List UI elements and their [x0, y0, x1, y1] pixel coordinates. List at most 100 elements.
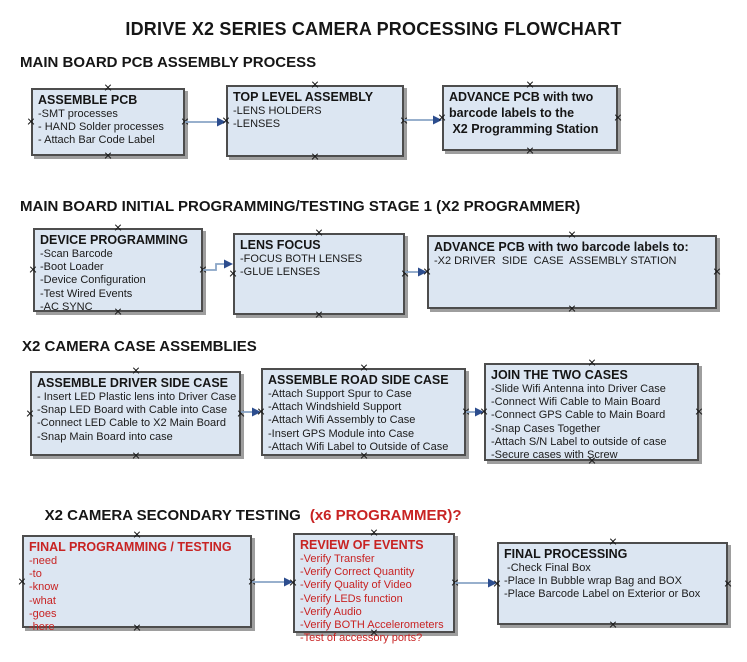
connection-point-icon [609, 538, 617, 546]
box-item: -here [29, 621, 55, 634]
box-item: -Slide Wifi Antenna into Driver Case [491, 383, 666, 395]
box-item: -FOCUS BOTH LENSES [240, 253, 363, 265]
box-title: REVIEW OF EVENTS [300, 537, 449, 553]
box-items: -Attach Support Spur to Case-Attach Wind… [268, 388, 460, 454]
connection-point-icon [132, 367, 140, 375]
connector-elbow-arrow-icon [203, 259, 233, 271]
box-item: -X2 DRIVER SIDE CASE ASSEMBLY STATION [434, 255, 677, 267]
box-title: FINAL PROGRAMMING / TESTING [29, 539, 246, 555]
box-title: ASSEMBLE DRIVER SIDE CASE [37, 375, 235, 391]
flow-box-device-programming: DEVICE PROGRAMMING -Scan Barcode-Boot Lo… [33, 228, 203, 314]
section-heading-text: X2 CAMERA SECONDARY TESTING [44, 507, 301, 524]
flow-box-final-processing: FINAL PROCESSING -Check Final Box-Place … [497, 542, 728, 625]
box-item: -Verify Audio [300, 605, 362, 618]
box-item: -Snap Main Board into case [37, 430, 173, 443]
connection-point-icon [27, 118, 35, 126]
connector-arrow-icon [185, 117, 226, 127]
box-item: -what [29, 594, 56, 607]
box-item: -to [29, 568, 42, 581]
box-title: LENS FOCUS [240, 237, 399, 253]
box-item: -Place In Bubble wrap Bag and BOX [504, 575, 682, 588]
box-item: -LENS HOLDERS [233, 105, 322, 117]
box-title: FINAL PROCESSING [504, 546, 722, 562]
connection-point-icon [713, 268, 721, 276]
box-item: -Connect LED Cable to X2 Main Board [37, 417, 226, 430]
box-title-line: ADVANCE PCB with two [449, 90, 594, 104]
connection-point-icon [18, 578, 26, 586]
flow-box-join-the-two-cases: JOIN THE TWO CASES -Slide Wifi Antenna i… [484, 363, 699, 461]
box-item: -Secure cases with Screw [491, 449, 618, 462]
box-title-line: DEVICE PROGRAMMING [40, 233, 188, 247]
box-title: ADVANCE PCB with two barcode labels to: [434, 239, 711, 255]
box-title: ASSEMBLE ROAD SIDE CASE [268, 372, 460, 388]
box-items: -LENS HOLDERS-LENSES [233, 105, 398, 131]
flow-box-advance-pcb-driver-side-station: ADVANCE PCB with two barcode labels to: … [427, 235, 717, 309]
box-item: - Attach Bar Code Label [38, 134, 155, 147]
box-item: -Verify Correct Quantity [300, 566, 415, 579]
box-items: -need-to-know-what-goes-here [29, 555, 246, 634]
box-item: -Test Wired Events [40, 287, 133, 300]
connection-point-icon [526, 147, 534, 155]
box-title-line: ASSEMBLE ROAD SIDE CASE [268, 373, 449, 387]
section-heading-case-assemblies: X2 CAMERA CASE ASSEMBLIES [22, 338, 257, 355]
box-item: -Snap Cases Together [491, 422, 601, 435]
box-title-line: ASSEMBLE PCB [38, 93, 138, 107]
connector-arrow-icon [252, 577, 293, 587]
flow-box-assemble-driver-side-case: ASSEMBLE DRIVER SIDE CASE - Insert LED P… [30, 371, 241, 456]
box-item: -Test of accessory ports? [300, 632, 423, 645]
connection-point-icon [614, 114, 622, 122]
box-title: DEVICE PROGRAMMING [40, 232, 197, 248]
connection-point-icon [311, 153, 319, 161]
flow-box-lens-focus: LENS FOCUS -FOCUS BOTH LENSES-GLUE LENSE… [233, 233, 405, 315]
flow-box-final-programming-testing: FINAL PROGRAMMING / TESTING -need-to-kno… [22, 535, 252, 633]
connection-point-icon [104, 152, 112, 160]
connection-point-icon [104, 84, 112, 92]
box-item: -Insert GPS Module into Case [268, 427, 415, 440]
connector-arrow-icon [241, 407, 261, 417]
section-heading-initial-programming: MAIN BOARD INITIAL PROGRAMMING/TESTING S… [20, 198, 581, 215]
box-item: -Scan Barcode [40, 248, 113, 260]
box-item: -Attach Wifi Assembly to Case [268, 414, 416, 427]
box-items: -Scan Barcode-Boot Loader-Device Configu… [40, 248, 197, 314]
box-item: -Verify Quality of Video [300, 579, 412, 592]
box-title-line: X2 Programming Station [449, 122, 599, 136]
connection-point-icon [724, 580, 732, 588]
connection-point-icon [311, 81, 319, 89]
box-item: -Check Final Box [504, 562, 591, 574]
connection-point-icon [114, 224, 122, 232]
box-item: -Attach Support Spur to Case [268, 388, 412, 400]
page-title: IDRIVE X2 SERIES CAMERA PROCESSING FLOWC… [125, 19, 622, 39]
box-item: -AC SYNC [40, 300, 93, 313]
connection-point-icon [26, 410, 34, 418]
section-heading-suffix: (x6 PROGRAMMER)? [309, 507, 462, 524]
box-items: -Verify Transfer-Verify Correct Quantity… [300, 553, 449, 645]
box-item: -Verify BOTH Accelerometers [300, 619, 444, 632]
connection-point-icon [315, 311, 323, 319]
connector-arrow-icon [405, 267, 427, 277]
connection-point-icon [526, 81, 534, 89]
box-item: -Connect GPS Cable to Main Board [491, 409, 666, 422]
box-title-line: REVIEW OF EVENTS [300, 538, 424, 552]
box-item: -Verify Transfer [300, 553, 375, 565]
connector-arrow-icon [404, 115, 442, 125]
box-title-line: JOIN THE TWO CASES [491, 368, 628, 382]
box-items: -X2 DRIVER SIDE CASE ASSEMBLY STATION [434, 255, 711, 268]
box-item: -SMT processes [38, 108, 118, 120]
connection-point-icon [132, 452, 140, 460]
box-items: - Insert LED Plastic lens into Driver Ca… [37, 391, 236, 444]
box-item: -Attach Windshield Support [268, 401, 402, 414]
box-item: -Verify LEDs function [300, 592, 403, 605]
connection-point-icon [588, 359, 596, 367]
box-item: -goes [29, 607, 57, 620]
box-item: -Place Barcode Label on Exterior or Box [504, 588, 701, 601]
connector-arrow-icon [466, 407, 484, 417]
connection-point-icon [568, 305, 576, 313]
box-title-line: FINAL PROCESSING [504, 547, 628, 561]
section-heading-pcb-assembly: MAIN BOARD PCB ASSEMBLY PROCESS [20, 54, 317, 71]
flow-box-top-level-assembly: TOP LEVEL ASSEMBLY -LENS HOLDERS-LENSES [226, 85, 404, 157]
section-heading-secondary-testing: X2 CAMERA SECONDARY TESTING (x6 PROGRAMME… [28, 490, 462, 541]
connection-point-icon [568, 231, 576, 239]
box-items: -SMT processes- HAND Solder processes- A… [38, 108, 179, 148]
